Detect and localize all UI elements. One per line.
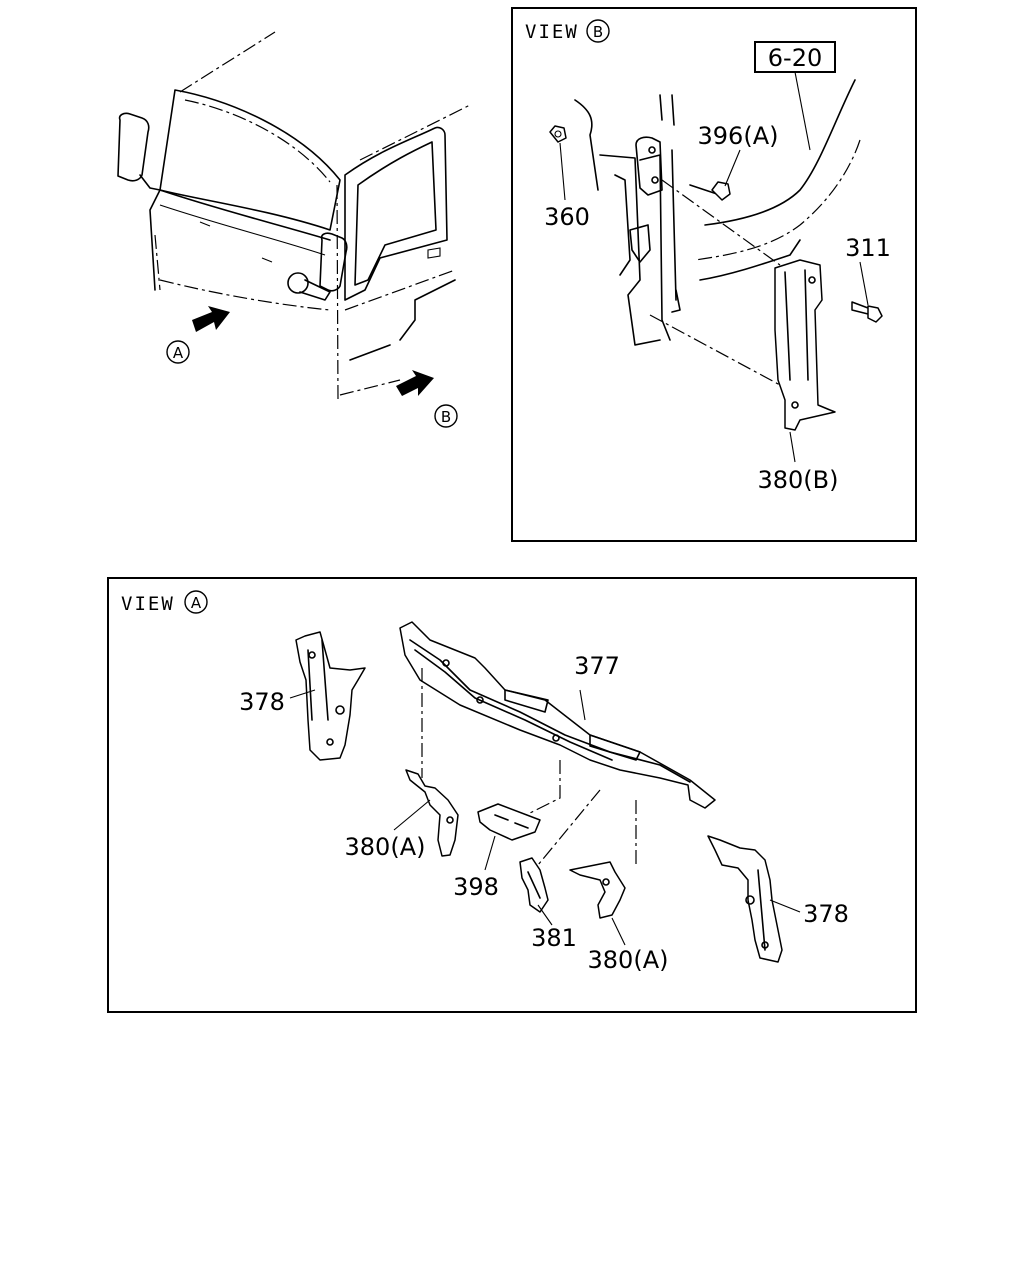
part-378-left xyxy=(295,631,366,761)
part-396a xyxy=(711,181,731,201)
door-outline xyxy=(344,126,448,301)
view-b-marker: B xyxy=(593,23,603,41)
reference-box-label: 6-20 xyxy=(768,44,822,72)
part-398 xyxy=(477,803,541,841)
view-a-arrow xyxy=(192,306,230,332)
arrow-b-marker: B xyxy=(441,408,451,426)
part-360 xyxy=(549,125,567,143)
label-378-right: 378 xyxy=(803,900,849,928)
label-381: 381 xyxy=(531,924,577,952)
view-b-panel: VIEW B 6-20 xyxy=(511,7,917,542)
bracket-plate xyxy=(635,136,663,196)
label-398: 398 xyxy=(453,873,499,901)
view-b-arrow xyxy=(396,370,434,396)
label-311: 311 xyxy=(845,234,891,262)
part-377 xyxy=(399,621,716,809)
label-377: 377 xyxy=(574,652,620,680)
part-380a-right xyxy=(569,861,626,919)
view-a-title: VIEW xyxy=(121,593,175,615)
left-mirror xyxy=(117,112,150,182)
label-396a: 396(A) xyxy=(698,122,779,150)
view-b-title: VIEW xyxy=(525,21,579,43)
windshield-outline xyxy=(159,89,341,231)
view-a-marker: A xyxy=(191,594,202,612)
label-380a-left: 380(A) xyxy=(345,833,426,861)
part-311 xyxy=(851,301,883,323)
view-a-panel: VIEW A xyxy=(107,577,917,1013)
label-380b: 380(B) xyxy=(758,466,839,494)
truck-overview: A B xyxy=(117,31,471,428)
label-378-left: 378 xyxy=(239,688,285,716)
label-360: 360 xyxy=(544,203,590,231)
part-378-right xyxy=(707,835,783,963)
label-380a-right: 380(A) xyxy=(588,946,669,974)
right-mirror xyxy=(319,232,348,292)
part-380a-left xyxy=(405,769,459,857)
arrow-a-marker: A xyxy=(173,344,184,362)
part-380b xyxy=(774,259,836,431)
